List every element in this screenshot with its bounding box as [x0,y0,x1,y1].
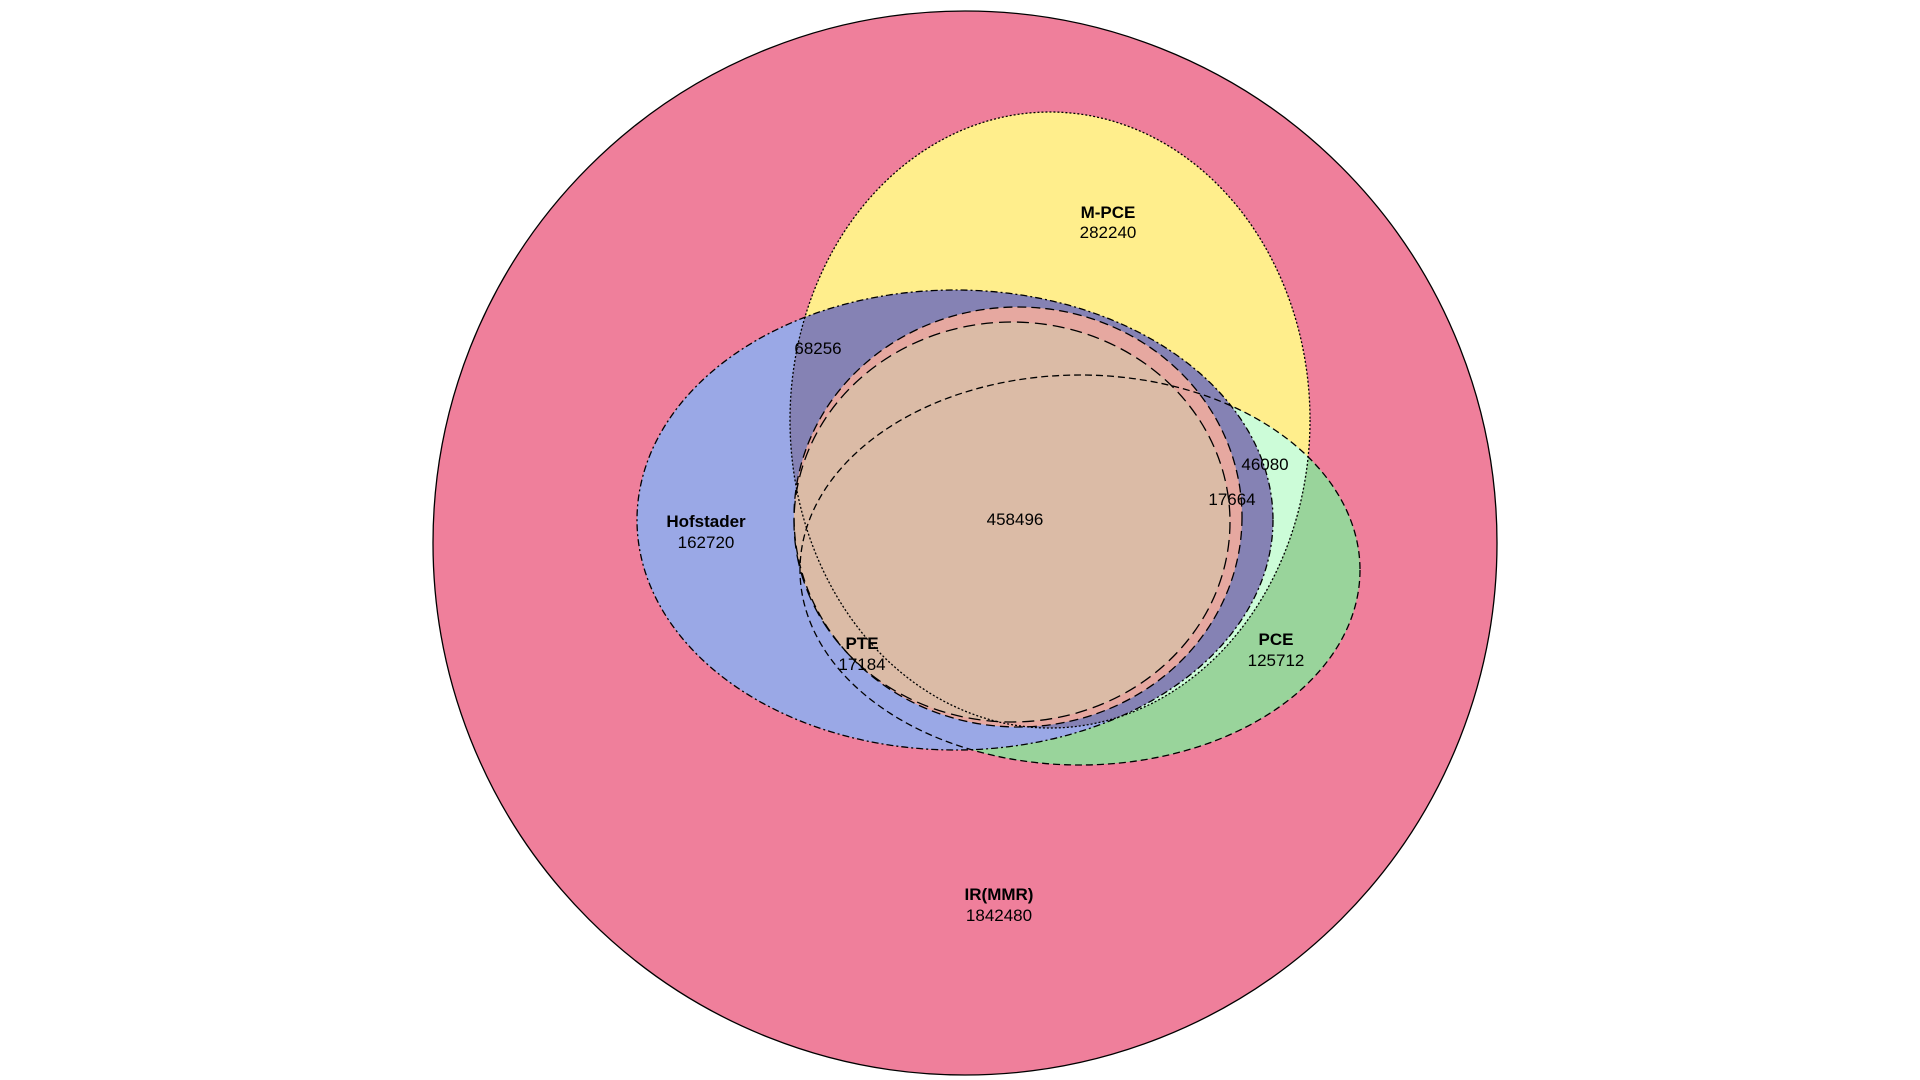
mpce-name: M-PCE [1081,203,1136,222]
ir-mmr-count: 1842480 [966,906,1032,925]
pte-name: PTE [845,634,878,653]
region-mpce-pce-pte-count: 17664 [1208,490,1255,509]
region-core [794,322,1230,722]
pce-name: PCE [1259,630,1294,649]
pce-outline [799,374,1361,766]
pte-outline [793,306,1243,728]
mpce-count: 282240 [1080,223,1137,242]
region-core-count: 458496 [987,510,1044,529]
region-mpce-pce-count: 46080 [1241,455,1288,474]
region-mpce-hofstader-count: 68256 [794,339,841,358]
hofstader-outline [636,289,1274,751]
pce-count: 125712 [1248,651,1305,670]
core-outline [793,321,1231,723]
mpce-outline [789,111,1311,729]
ir-mmr-name: IR(MMR) [965,885,1034,904]
hofstader-count: 162720 [678,533,735,552]
hofstader-name: Hofstader [666,512,746,531]
pte-count: 17184 [838,655,885,674]
